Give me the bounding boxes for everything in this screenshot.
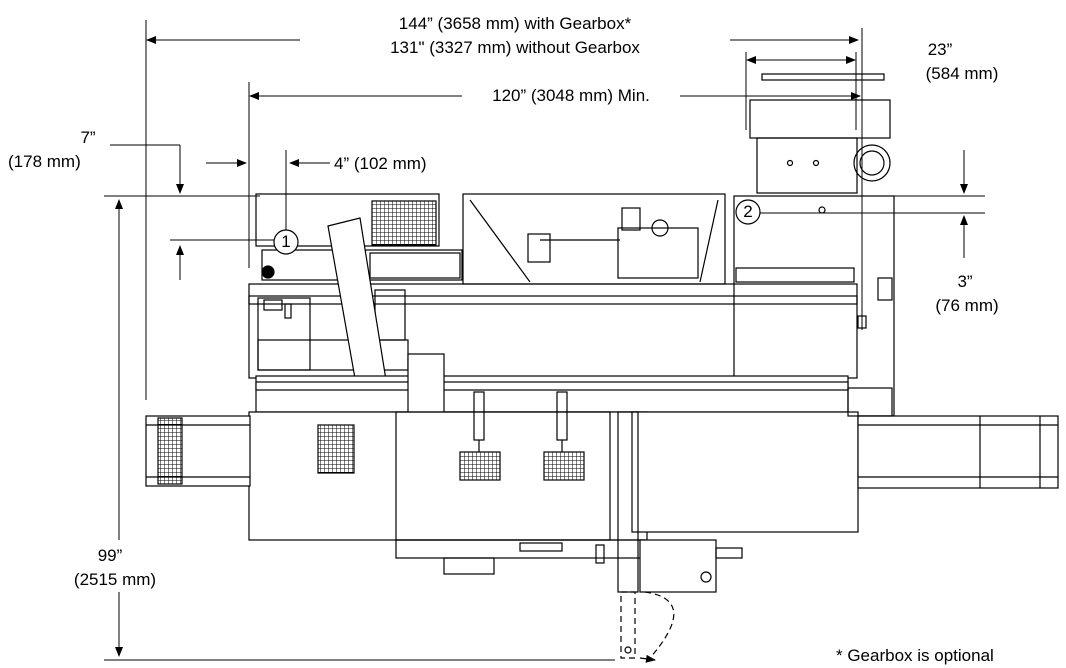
dim-right-offset-imperial: 3”	[957, 272, 973, 291]
dim-min-length: 120” (3048 mm) Min.	[462, 86, 680, 106]
callout-2-circle	[735, 199, 761, 225]
dim-left-top-offset-metric: (178 mm)	[8, 152, 81, 171]
dim-right-offset-metric: (76 mm)	[935, 296, 999, 315]
dim-overall-length-without-gearbox: 131" (3327 mm) without Gearbox	[300, 38, 730, 58]
dim-left-top-offset-imperial: 7”	[80, 128, 96, 147]
dim-right-width-metric: (584 mm)	[925, 64, 999, 83]
footnote-gearbox-optional: * Gearbox is optional	[836, 646, 994, 665]
dim-overall-depth-metric: (2515 mm)	[73, 570, 157, 589]
callout-1-label: 1	[281, 232, 291, 251]
dim-overall-depth-imperial: 99”	[97, 546, 123, 565]
machine-outline	[145, 73, 1059, 663]
dim-small-offset: 4” (102 mm)	[334, 154, 427, 173]
callout-2-label: 2	[743, 202, 753, 221]
dim-right-width-imperial: 23”	[927, 40, 953, 59]
dim-overall-length-with-gearbox: 144” (3658 mm) with Gearbox*	[398, 14, 632, 33]
callout-1-circle	[273, 229, 299, 255]
dimension-lines	[104, 20, 985, 661]
